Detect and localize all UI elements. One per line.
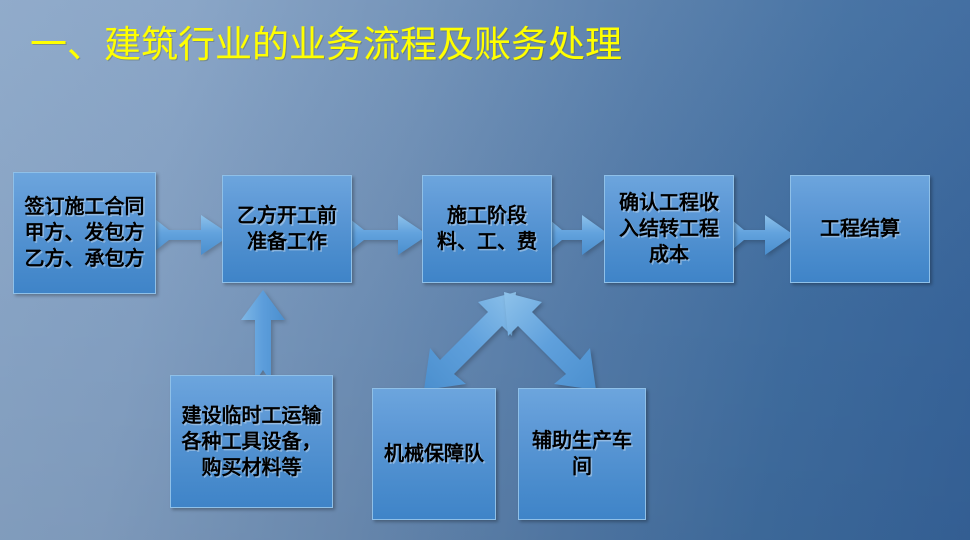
flow-node-auxiliary-workshop[interactable]: 辅助生产车间	[518, 388, 646, 520]
flow-node-label: 工程结算	[820, 218, 900, 240]
arrow-up-left-icon-auxiliary-to-stage	[500, 290, 596, 394]
flow-node-label: 施工阶段料、工、费	[437, 205, 537, 253]
page-title: 一、建筑行业的业务流程及账务处理	[30, 24, 622, 65]
flow-node-machinery-team[interactable]: 机械保障队	[372, 388, 496, 520]
arrow-right-icon-stage-to-revenue	[550, 205, 610, 265]
flow-node-label: 辅助生产车间	[532, 430, 632, 478]
arrow-right-icon-revenue-to-settlement	[732, 205, 794, 265]
flow-node-contract[interactable]: 签订施工合同甲方、发包方乙方、承包方	[13, 172, 156, 294]
arrow-right-icon-prep-to-stage	[350, 205, 428, 265]
flow-node-settlement[interactable]: 工程结算	[790, 175, 930, 283]
arrow-up-right-icon-machinery-to-stage	[424, 290, 516, 394]
flow-node-prep[interactable]: 乙方开工前准备工作	[222, 175, 352, 283]
flow-node-label: 机械保障队	[384, 443, 484, 465]
flow-node-stage[interactable]: 施工阶段料、工、费	[422, 175, 552, 283]
flow-node-label: 签订施工合同甲方、发包方乙方、承包方	[24, 196, 145, 270]
flow-node-label: 乙方开工前准备工作	[237, 205, 337, 253]
flow-node-label: 建设临时工运输各种工具设备，购买材料等	[181, 404, 322, 479]
flow-node-temporary-works[interactable]: 建设临时工运输各种工具设备，购买材料等	[170, 375, 333, 508]
flow-node-revenue[interactable]: 确认工程收入结转工程成本	[604, 175, 734, 283]
flow-node-label: 确认工程收入结转工程成本	[619, 192, 719, 266]
arrow-right-icon-contract-to-prep	[155, 205, 231, 265]
arrow-up-icon-temporary-works-to-prep	[237, 290, 289, 382]
